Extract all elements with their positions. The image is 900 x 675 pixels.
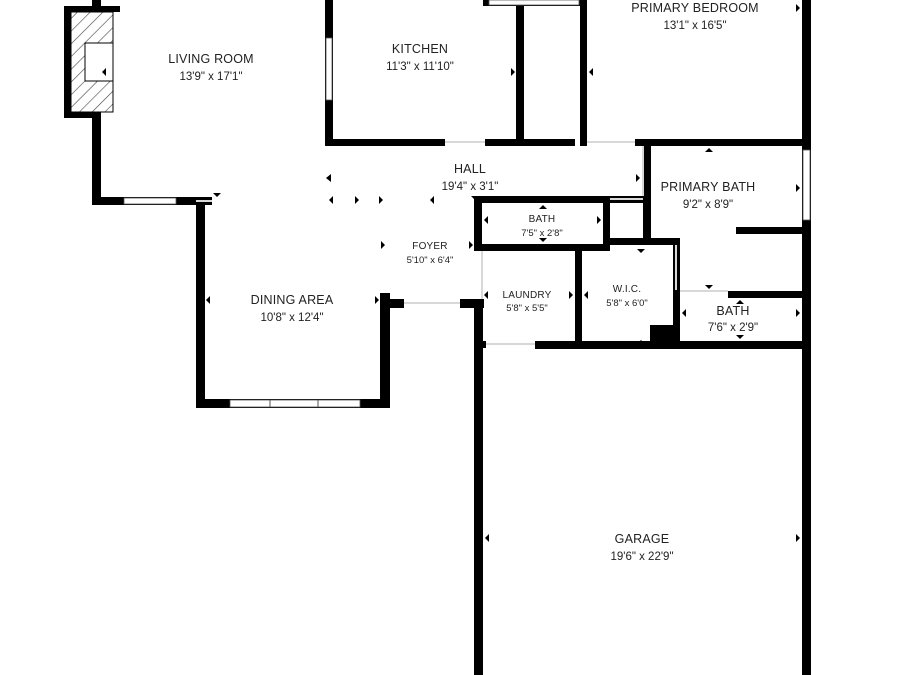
dimension-marker	[511, 68, 515, 76]
dimension-marker	[682, 309, 686, 317]
room-name-bath-small: BATH	[529, 214, 556, 225]
walls	[64, 0, 811, 675]
dimension-marker	[796, 4, 800, 12]
room-name-wic: W.I.C.	[613, 284, 641, 295]
dimension-marker	[569, 291, 573, 299]
wall	[580, 0, 587, 146]
dimension-marker	[102, 68, 106, 76]
dimension-marker	[597, 216, 601, 224]
room-dims-hall: 19'4" x 3'1"	[442, 181, 499, 193]
window	[123, 197, 177, 205]
room-dims-primary-bedroom: 13'1" x 16'5"	[663, 20, 726, 32]
dimension-marker	[539, 205, 547, 209]
room-dims-living-room: 13'9" x 17'1"	[179, 71, 242, 83]
room-name-dining-area: DINING AREA	[251, 293, 334, 307]
wall	[516, 4, 524, 146]
wall	[474, 196, 482, 251]
room-dims-garage: 19'6" x 22'9"	[610, 551, 673, 563]
dimension-marker	[484, 216, 488, 224]
wall	[603, 196, 610, 250]
dimension-marker	[329, 196, 333, 204]
dimension-marker	[796, 184, 800, 192]
dimension-marker	[796, 534, 800, 542]
dimension-marker	[379, 196, 383, 204]
windows	[123, 0, 811, 408]
wall	[575, 250, 582, 342]
room-name-primary-bedroom: PRIMARY BEDROOM	[631, 1, 759, 15]
dimension-marker	[484, 291, 488, 299]
room-labels: LIVING ROOM 13'9" x 17'1" KITCHEN 11'3" …	[168, 1, 759, 563]
room-name-bath-2: BATH	[716, 304, 749, 318]
room-name-hall: HALL	[454, 162, 486, 176]
room-dims-laundry: 5'8" x 5'5"	[506, 303, 548, 314]
dimension-marker	[736, 335, 744, 339]
wall	[196, 197, 205, 408]
dimension-marker	[705, 148, 713, 152]
room-dims-bath-small: 7'5" x 2'8"	[521, 228, 563, 239]
dimension-markers	[102, 3, 800, 542]
dimension-marker	[381, 241, 385, 249]
room-dims-wic: 5'8" x 6'0"	[606, 298, 648, 309]
dimension-marker	[539, 238, 547, 242]
wall	[64, 6, 71, 118]
room-dims-dining-area: 10'8" x 12'4"	[260, 312, 323, 324]
dimension-marker	[206, 296, 210, 304]
dimension-marker	[584, 291, 588, 299]
room-dims-foyer: 5'10" x 6'4"	[407, 255, 454, 266]
wall	[474, 299, 483, 675]
wall	[485, 139, 575, 146]
fireplace-insert	[84, 42, 114, 82]
dimension-marker	[485, 534, 489, 542]
wall	[736, 227, 806, 234]
dimension-marker	[213, 193, 221, 197]
dimension-marker	[471, 196, 479, 200]
wall	[474, 341, 486, 348]
dimension-marker	[589, 68, 593, 76]
wall	[325, 139, 445, 146]
dimension-marker	[326, 3, 330, 11]
wall	[92, 111, 101, 205]
wall	[643, 139, 651, 239]
wall	[474, 196, 644, 203]
wall	[802, 0, 811, 675]
room-dims-bath-2: 7'6" x 2'9"	[708, 322, 758, 334]
window	[325, 37, 333, 101]
wall	[380, 299, 404, 308]
room-name-garage: GARAGE	[615, 532, 670, 546]
wall	[380, 293, 390, 408]
wall	[728, 291, 806, 298]
room-name-kitchen: KITCHEN	[392, 42, 448, 56]
wall	[535, 341, 811, 349]
window	[802, 149, 811, 221]
wall	[635, 139, 805, 146]
wall	[608, 238, 680, 245]
door-openings	[196, 141, 728, 345]
room-name-foyer: FOYER	[412, 241, 447, 252]
dimension-marker	[326, 174, 331, 182]
wall	[460, 299, 484, 308]
dimension-marker	[705, 285, 713, 289]
dimension-marker	[355, 196, 359, 204]
dimension-marker	[637, 249, 645, 253]
dimension-marker	[637, 340, 645, 344]
dimension-marker	[736, 300, 744, 304]
wall	[92, 0, 101, 14]
window	[229, 399, 361, 408]
room-name-living-room: LIVING ROOM	[168, 52, 254, 66]
wall	[650, 325, 678, 345]
dimension-marker	[636, 174, 640, 182]
room-name-primary-bath: PRIMARY BATH	[661, 180, 756, 194]
wall	[474, 244, 610, 251]
room-dims-primary-bath: 9'2" x 8'9"	[683, 199, 733, 211]
dimension-marker	[796, 309, 800, 317]
room-name-laundry: LAUNDRY	[502, 290, 551, 301]
dimension-marker	[375, 296, 379, 304]
dimension-marker	[430, 196, 434, 204]
room-dims-kitchen: 11'3" x 11'10"	[386, 61, 454, 73]
window	[488, 0, 580, 6]
wall	[64, 111, 101, 118]
dimension-marker	[469, 241, 473, 249]
